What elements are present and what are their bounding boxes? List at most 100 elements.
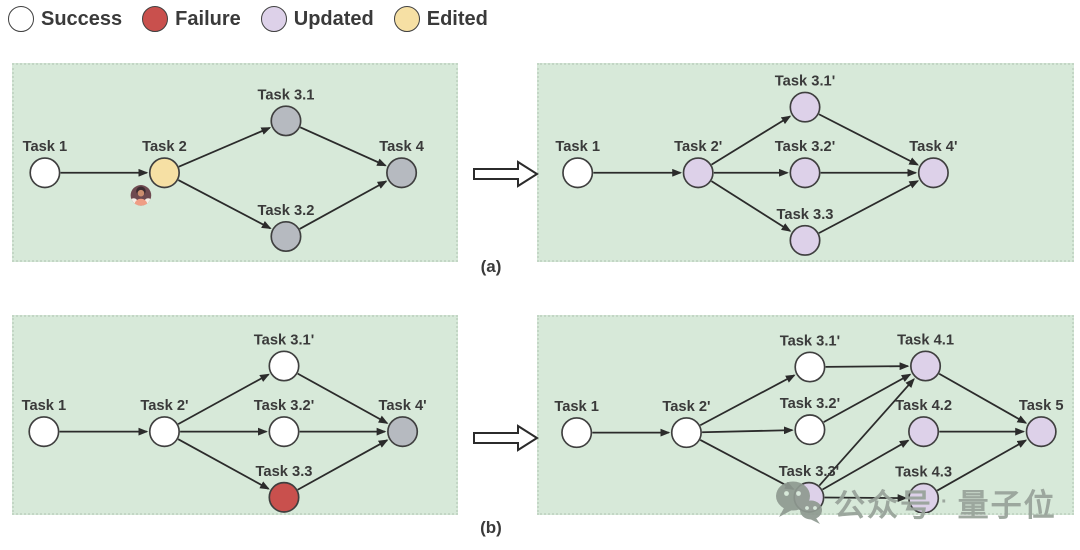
task-node-a-right-t2 — [682, 157, 714, 189]
legend-item-updated: Updated — [260, 6, 374, 32]
edge-t33-t4 — [297, 439, 389, 491]
edge-t31-t4 — [297, 372, 389, 424]
legend-item-failure: Failure — [142, 6, 241, 32]
task-label-b-right-t1: Task 1 — [554, 399, 599, 415]
task-node-a-right-t32 — [789, 157, 821, 189]
task-node-b-right-t42 — [908, 416, 940, 448]
updated-swatch-icon — [260, 6, 287, 32]
task-label-a-right-t4: Task 4' — [909, 139, 957, 155]
edge-t2-t33 — [710, 180, 792, 232]
edge-t41-t5 — [938, 372, 1028, 424]
task-node-a-left-t4 — [386, 157, 418, 189]
task-label-a-left-t4: Task 4 — [379, 139, 424, 155]
task-label-a-left-t1: Task 1 — [23, 139, 68, 155]
task-node-b-right-t41 — [910, 350, 942, 382]
watermark: 公众号 · 量子位 — [774, 479, 1057, 525]
task-node-a-right-t1 — [562, 157, 594, 189]
task-node-b-right-t32 — [794, 414, 826, 446]
task-label-a-left-t2: Task 2 — [142, 139, 187, 155]
task-node-a-left-t2 — [148, 157, 180, 189]
panel-b-before-graph: Task 1 Task 2' Task 3.1' Task 3.2' Task 3.3 T… — [12, 315, 458, 515]
task-node-b-right-t1 — [561, 417, 593, 449]
edge-t31-t4 — [818, 113, 919, 166]
task-label-a-left-t31: Task 3.1 — [258, 87, 315, 103]
edge-t2-t31 — [711, 115, 792, 166]
edge-t33-t41 — [818, 378, 915, 487]
task-label-b-right-t33: Task 3.3' — [779, 464, 839, 480]
task-label-b-right-t31: Task 3.1' — [780, 333, 840, 349]
task-label-b-left-t31: Task 3.1' — [254, 332, 314, 348]
legend-item-success: Success — [8, 6, 122, 32]
edge-t31-t4 — [299, 126, 387, 167]
task-node-b-left-t31 — [268, 350, 300, 382]
task-label-b-left-t32: Task 3.2' — [254, 398, 314, 414]
task-label-b-left-t4: Task 4' — [379, 398, 427, 414]
failure-swatch-icon — [142, 6, 169, 32]
edited-swatch-icon — [393, 6, 420, 32]
edge-t31-t41 — [825, 362, 910, 371]
task-label-a-right-t31: Task 3.1' — [775, 74, 835, 90]
task-node-a-left-t1 — [29, 157, 61, 189]
task-label-b-right-t5: Task 5 — [1019, 398, 1064, 414]
task-graph-b-right: Task 1 Task 2' Task 3.1' Task 3.2' Task 3.3'… — [554, 332, 1064, 513]
task-label-b-left-t33: Task 3.3 — [256, 464, 313, 480]
edge-t2-t32 — [177, 179, 272, 230]
edge-t33-t42 — [822, 439, 910, 491]
legend-label-updated: Updated — [293, 7, 374, 30]
user-avatar-icon — [130, 185, 152, 206]
task-node-b-right-t2 — [670, 417, 702, 449]
task-node-a-right-t4 — [917, 157, 949, 189]
task-node-b-right-t5 — [1025, 416, 1057, 448]
panel-b-after-graph: Task 1 Task 2' Task 3.1' Task 3.2' Task 3.3'… — [537, 315, 1074, 515]
edge-t33-t43 — [824, 494, 908, 502]
task-label-a-right-t2: Task 2' — [674, 139, 722, 155]
edge-t2-t33 — [699, 439, 795, 490]
watermark-text-2: 量子位 — [957, 487, 1057, 523]
task-label-a-right-t1: Task 1 — [555, 139, 600, 155]
task-node-b-left-t1 — [28, 416, 60, 448]
task-label-b-right-t42: Task 4.2 — [895, 398, 952, 414]
task-label-b-right-t32: Task 3.2' — [780, 396, 840, 412]
task-label-a-left-t32: Task 3.2 — [258, 203, 315, 219]
task-node-b-left-t2 — [148, 416, 180, 448]
task-label-b-left-t1: Task 1 — [22, 398, 67, 414]
task-node-a-left-t31 — [270, 105, 302, 137]
task-node-a-right-t33 — [789, 224, 821, 256]
task-label-b-right-t2: Task 2' — [662, 399, 710, 415]
legend-label-edited: Edited — [426, 7, 488, 30]
caption-b: (b) — [480, 518, 502, 537]
task-label-b-left-t2: Task 2' — [140, 398, 188, 414]
edge-t33-t4 — [818, 180, 920, 234]
task-graph-b-left: Task 1 Task 2' Task 3.1' Task 3.2' Task 3.3 T… — [22, 332, 427, 513]
edge-t2-t31 — [177, 373, 270, 425]
edge-t2-t32 — [702, 426, 794, 435]
legend: Success Failure Updated Edited — [8, 6, 488, 32]
edge-t2-t31 — [699, 374, 796, 427]
success-swatch-icon — [8, 6, 34, 32]
task-label-a-right-t33: Task 3.3 — [777, 207, 834, 223]
legend-item-edited: Edited — [393, 6, 488, 32]
edge-t2-t31 — [178, 126, 272, 168]
task-label-b-right-t43: Task 4.3 — [895, 465, 952, 481]
task-node-b-left-t33 — [268, 481, 300, 513]
task-node-b-left-t4 — [387, 416, 419, 448]
edge-t32-t41 — [823, 373, 912, 423]
edge-t32-t4 — [299, 180, 388, 230]
legend-label-failure: Failure — [175, 7, 241, 30]
wechat-logo-icon — [776, 481, 822, 524]
transform-arrow-b-icon — [473, 424, 539, 452]
task-label-b-right-t41: Task 4.1 — [897, 332, 954, 348]
task-node-b-right-t43 — [908, 482, 940, 513]
edge-t2-t33 — [177, 438, 270, 490]
task-node-b-right-t31 — [794, 351, 826, 383]
legend-label-success: Success — [41, 7, 123, 30]
watermark-separator: · — [941, 490, 950, 513]
caption-a: (a) — [480, 257, 502, 276]
task-node-a-left-t32 — [270, 220, 302, 253]
edge-t43-t5 — [936, 439, 1028, 492]
